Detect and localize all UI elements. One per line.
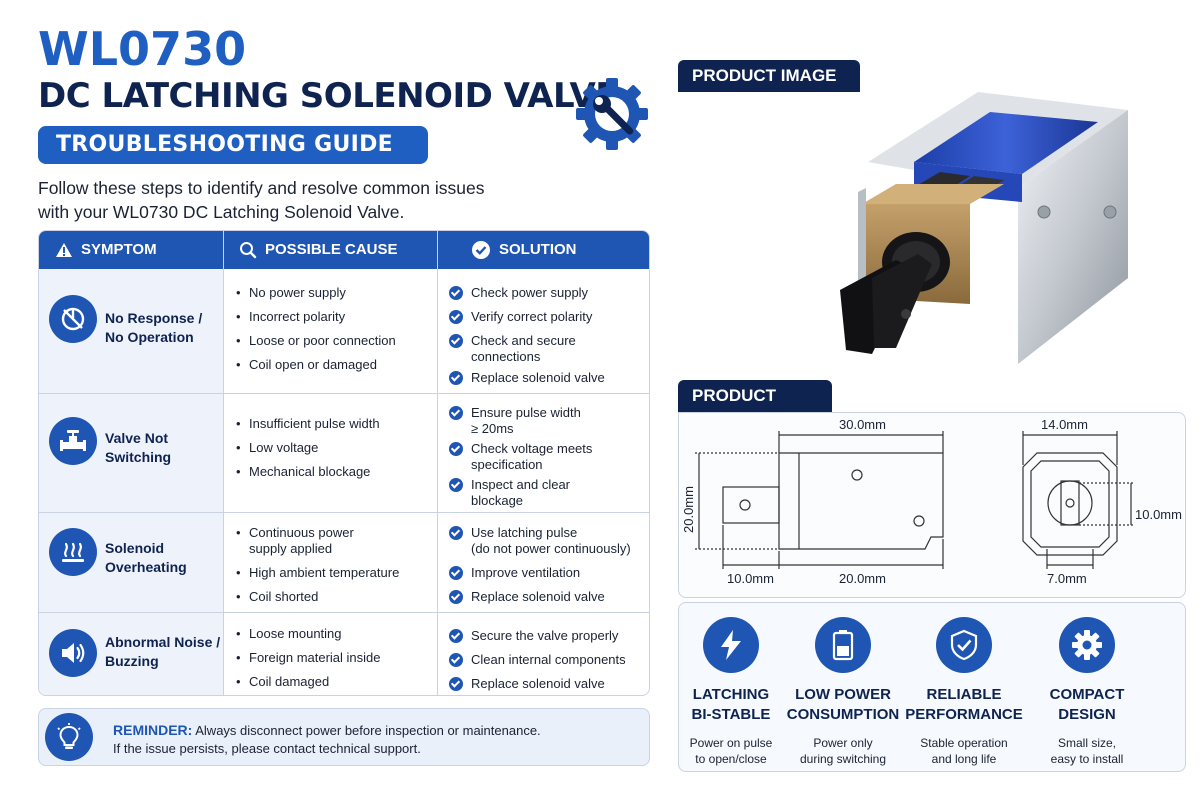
list-item: Clean internal components (449, 652, 645, 668)
check-icon (449, 526, 463, 540)
check-icon (449, 371, 463, 385)
gear-icon (1059, 617, 1115, 673)
cause-list: Loose mounting Foreign material inside C… (235, 626, 431, 695)
list-item: No power supply (235, 285, 431, 301)
solution-list: Secure the valve properly Clean internal… (449, 628, 645, 695)
check-icon (449, 677, 463, 691)
lightbulb-icon (45, 713, 93, 761)
no-power-icon (49, 295, 97, 343)
header-symptom: SYMPTOM (55, 231, 157, 269)
check-icon (449, 334, 463, 348)
cause-list: No power supply Incorrect polarity Loose… (235, 285, 431, 381)
heat-icon (49, 528, 97, 576)
list-item: Replace solenoid valve (449, 676, 645, 692)
list-item: Ensure pulse width≥ 20ms (449, 405, 645, 437)
table-header: SYMPTOM POSSIBLE CAUSE SOLUTION (39, 231, 649, 269)
dim-side-height: 10.0mm (1135, 507, 1182, 522)
list-item: Loose mounting (235, 626, 431, 642)
dim-bottom-width: 7.0mm (1047, 571, 1087, 586)
list-item: Use latching pulse(do not power continuo… (449, 525, 649, 557)
search-icon (240, 242, 257, 259)
list-item: Coil open or damaged (235, 357, 431, 373)
battery-icon (815, 617, 871, 673)
check-icon (449, 442, 463, 456)
list-item: Mechanical blockage (235, 464, 431, 480)
guide-label: TROUBLESHOOTING GUIDE (38, 126, 428, 164)
dim-length: 30.0mm (839, 417, 886, 432)
product-image-heading: PRODUCT IMAGE (678, 60, 860, 92)
list-item: Replace solenoid valve (449, 589, 649, 605)
reminder-box: REMINDER: Always disconnect power before… (38, 708, 650, 766)
list-item: Coil damaged (235, 674, 431, 690)
symptom-label: Solenoid Overheating (105, 540, 187, 575)
warning-icon (56, 243, 72, 257)
size-diagram: 30.0mm 20.0mm 10.0mm 20.0mm 14.0mm 10.0m… (678, 412, 1186, 598)
model-title: WL0730 (38, 22, 247, 76)
check-icon (449, 566, 463, 580)
list-item: Insufficient pulse width (235, 416, 431, 432)
troubleshooting-table: SYMPTOM POSSIBLE CAUSE SOLUTION No Respo… (38, 230, 650, 696)
list-item: Improve ventilation (449, 565, 649, 581)
check-icon (449, 653, 463, 667)
list-item: Secure the valve properly (449, 628, 645, 644)
dim-body-length: 20.0mm (839, 571, 886, 586)
product-size-heading: PRODUCT SIZE (678, 380, 832, 437)
product-image (678, 92, 1186, 374)
header-cause: POSSIBLE CAUSE (239, 231, 398, 269)
dim-width: 14.0mm (1041, 417, 1088, 432)
valve-icon (49, 417, 97, 465)
list-item: Foreign material inside (235, 650, 431, 666)
solution-list: Use latching pulse(do not power continuo… (449, 525, 649, 609)
check-icon (449, 286, 463, 300)
check-icon (449, 629, 463, 643)
check-icon (449, 590, 463, 604)
cause-list: Insufficient pulse width Low voltage Mec… (235, 416, 431, 488)
gear-wrench-icon (576, 78, 648, 150)
lightning-icon (703, 617, 759, 673)
symptom-label: No Response / No Operation (105, 310, 203, 345)
check-icon (449, 406, 463, 420)
header-solution: SOLUTION (471, 231, 577, 269)
check-icon (449, 478, 463, 492)
symptom-label: Abnormal Noise / Buzzing (105, 634, 221, 669)
list-item: High ambient temperature (235, 565, 431, 581)
reminder-text: REMINDER: Always disconnect power before… (113, 722, 541, 756)
check-circle-icon (472, 241, 490, 259)
dim-shaft-length: 10.0mm (727, 571, 774, 586)
shield-check-icon (936, 617, 992, 673)
dimension-drawing: 30.0mm 20.0mm 10.0mm 20.0mm 14.0mm 10.0m… (681, 417, 1182, 586)
product-title: DC LATCHING SOLENOID VALVE (38, 76, 619, 116)
solenoid-photo (840, 92, 1128, 364)
solution-list: Ensure pulse width≥ 20ms Check voltage m… (449, 405, 645, 513)
list-item: Check power supply (449, 285, 645, 301)
solution-list: Check power supply Verify correct polari… (449, 285, 645, 390)
list-item: Coil shorted (235, 589, 431, 605)
check-icon (449, 310, 463, 324)
speaker-icon (49, 629, 97, 677)
list-item: Replace solenoid valve (449, 370, 645, 386)
intro-text: Follow these steps to identify and resol… (38, 178, 485, 222)
symptom-label: Valve Not Switching (105, 430, 172, 465)
list-item: Incorrect polarity (235, 309, 431, 325)
list-item: Verify correct polarity (449, 309, 645, 325)
dim-height: 20.0mm (681, 486, 696, 533)
list-item: Loose or poor connection (235, 333, 431, 349)
list-item: Low voltage (235, 440, 431, 456)
